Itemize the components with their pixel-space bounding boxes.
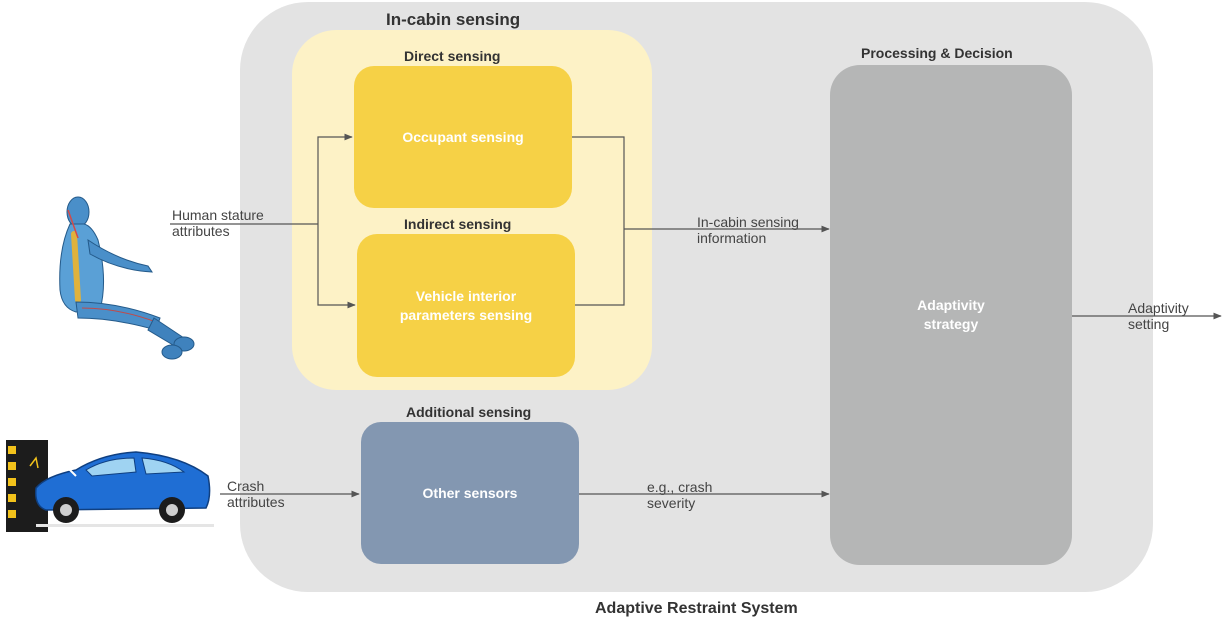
- occupant-merge-line: [572, 136, 625, 229]
- split-to-occupant-arrow: [317, 133, 353, 224]
- other-sensors-label: Other sensors: [422, 484, 518, 501]
- crash-attributes-label: Crash attributes: [227, 478, 285, 510]
- adaptivity-strategy-box: Adaptivity strategy: [830, 65, 1072, 565]
- system-title: Adaptive Restraint System: [595, 600, 798, 617]
- crashed-car-icon: [6, 440, 214, 532]
- adaptivity-setting-label: Adaptivity setting: [1128, 300, 1189, 332]
- crash-severity-label: e.g., crash severity: [647, 479, 713, 511]
- indirect-sensing-title: Indirect sensing: [404, 216, 512, 232]
- occupant-sensing-label: Occupant sensing: [402, 128, 524, 145]
- seated-human-model-icon: [59, 196, 195, 360]
- split-to-vehicle-arrow: [317, 224, 356, 309]
- human-stature-label: Human stature attributes: [172, 207, 264, 239]
- occupant-sensing-box: Occupant sensing: [354, 66, 572, 208]
- adaptivity-strategy-label: Adaptivity strategy: [917, 297, 985, 332]
- incabin-title: In-cabin sensing: [386, 10, 521, 29]
- processing-decision-title: Processing & Decision: [861, 45, 1013, 61]
- vehicle-interior-sensing-box: Vehicle interior parameters sensing: [357, 234, 575, 377]
- vehicle-interior-sensing-label: Vehicle interior parameters sensing: [399, 287, 533, 323]
- additional-sensing-title: Additional sensing: [406, 404, 532, 420]
- direct-sensing-title: Direct sensing: [404, 48, 501, 64]
- other-sensors-box: Other sensors: [361, 422, 579, 564]
- vehicle-merge-line: [575, 229, 625, 306]
- incabin-info-label: In-cabin sensing information: [697, 214, 799, 246]
